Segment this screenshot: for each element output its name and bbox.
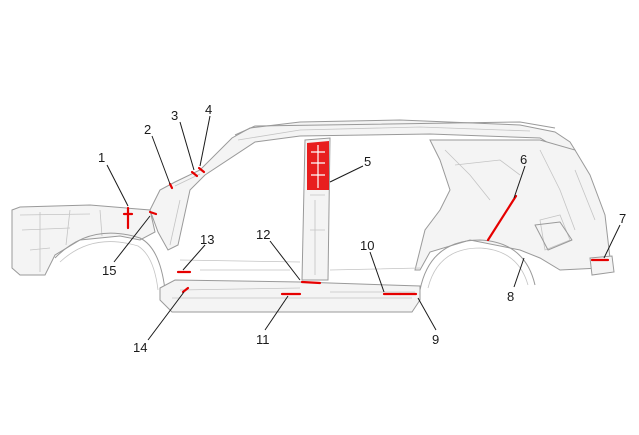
callout-12: 12 [256,227,270,242]
callout-4: 4 [205,102,212,117]
cut-mark-2 [168,182,174,190]
cut-mark-3 [190,170,199,178]
callout-1: 1 [98,150,105,165]
callout-13: 13 [200,232,214,247]
callout-7: 7 [619,211,626,226]
cut-mark-15 [148,210,158,216]
callout-6: 6 [520,152,527,167]
cut-sections [122,141,610,296]
callout-5: 5 [364,154,371,169]
callout-11: 11 [256,332,270,347]
cut-mark-12 [300,280,322,285]
callout-9: 9 [432,332,439,347]
cut-mark-4 [197,166,206,174]
body-side-structure [11,119,615,313]
callout-14: 14 [133,340,147,355]
callout-8: 8 [507,289,514,304]
callout-labels: 1 2 3 4 5 6 7 8 9 10 11 12 13 14 15 [98,102,626,355]
cut-mark-6 [486,194,518,242]
callout-15: 15 [102,263,116,278]
cut-region-5 [307,141,329,190]
callout-10: 10 [360,238,374,253]
callout-3: 3 [171,108,178,123]
cut-mark-14 [181,286,190,294]
callout-2: 2 [144,122,151,137]
leader-lines [106,115,621,341]
